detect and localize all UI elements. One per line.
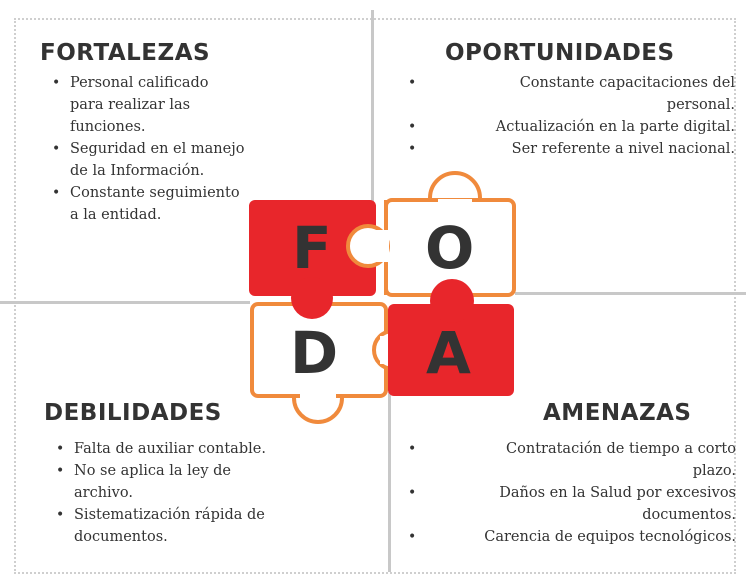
vertical-divider-bottom: [388, 392, 391, 572]
puzzle-knob-o-top-cover: [438, 199, 472, 205]
amenazas-title: AMENAZAS: [543, 400, 692, 426]
line: Falta de auxiliar contable.: [74, 441, 266, 457]
fortalezas-title: FORTALEZAS: [40, 40, 211, 66]
oportunidades-list: Constante capacitaciones del personal. A…: [400, 72, 735, 160]
puzzle-knob-f-bottom: [291, 277, 333, 319]
list-item: Constante capacitaciones del personal.: [400, 72, 735, 116]
line: funciones.: [70, 119, 146, 135]
line: Personal calificado: [70, 75, 209, 91]
line: documentos.: [642, 507, 736, 523]
list-item: Personal calificado para realizar las fu…: [48, 72, 303, 138]
line: Daños en la Salud por excesivos: [499, 485, 736, 501]
letter-a: A: [426, 319, 471, 387]
fortalezas-list: Personal calificado para realizar las fu…: [48, 72, 303, 226]
list-item: No se aplica la ley de archivo.: [52, 460, 332, 504]
line: Sistematización rápida de: [74, 507, 265, 523]
oportunidades-title: OPORTUNIDADES: [445, 40, 675, 66]
letter-o: O: [425, 214, 474, 282]
line: documentos.: [74, 529, 168, 545]
line: archivo.: [74, 485, 133, 501]
line: para realizar las: [70, 97, 191, 113]
line: Constante capacitaciones del: [519, 75, 735, 91]
line: Actualización en la parte digital.: [495, 119, 735, 135]
line: de la Información.: [70, 163, 205, 179]
outer-frame: [14, 18, 736, 574]
line: Constante seguimiento: [70, 185, 240, 201]
line: Ser referente a nivel nacional.: [511, 141, 735, 157]
puzzle-piece-d: [250, 302, 414, 424]
puzzle-knob-o-left-cover: [373, 230, 389, 262]
list-item: Sistematización rápida de documentos.: [52, 504, 332, 548]
list-item: Seguridad en el manejo de la Información…: [48, 138, 303, 182]
line: a la entidad.: [70, 207, 162, 223]
puzzle-knob-d-bottom-cover: [300, 392, 336, 398]
list-item: Constante seguimiento a la entidad.: [48, 182, 303, 226]
line: Carencia de equipos tecnológicos.: [484, 529, 736, 545]
puzzle-knob-a-top: [430, 279, 474, 323]
vertical-divider-top: [371, 10, 374, 210]
puzzle-knob-d-right-cover: [380, 336, 388, 364]
puzzle-piece-o: [384, 171, 516, 297]
amenazas-list: Contratación de tiempo a corto plazo. Da…: [400, 438, 736, 548]
line: Contratación de tiempo a corto: [506, 441, 736, 457]
line: No se aplica la ley de: [74, 463, 232, 479]
debilidades-list: Falta de auxiliar contable. No se aplica…: [52, 438, 332, 548]
letter-d: D: [290, 319, 338, 387]
list-item: Actualización en la parte digital.: [400, 116, 735, 138]
list-item: Carencia de equipos tecnológicos.: [400, 526, 736, 548]
horizontal-divider-left: [0, 301, 250, 304]
list-item: Ser referente a nivel nacional.: [400, 138, 735, 160]
puzzle-square-a: [388, 304, 514, 396]
horizontal-divider-right: [515, 292, 746, 295]
line: Seguridad en el manejo: [70, 141, 245, 157]
line: personal.: [666, 97, 735, 113]
debilidades-title: DEBILIDADES: [44, 400, 222, 426]
list-item: Daños en la Salud por excesivos document…: [400, 482, 736, 526]
puzzle-piece-a: [388, 279, 514, 396]
list-item: Contratación de tiempo a corto plazo.: [400, 438, 736, 482]
list-item: Falta de auxiliar contable.: [52, 438, 332, 460]
line: plazo.: [692, 463, 736, 479]
